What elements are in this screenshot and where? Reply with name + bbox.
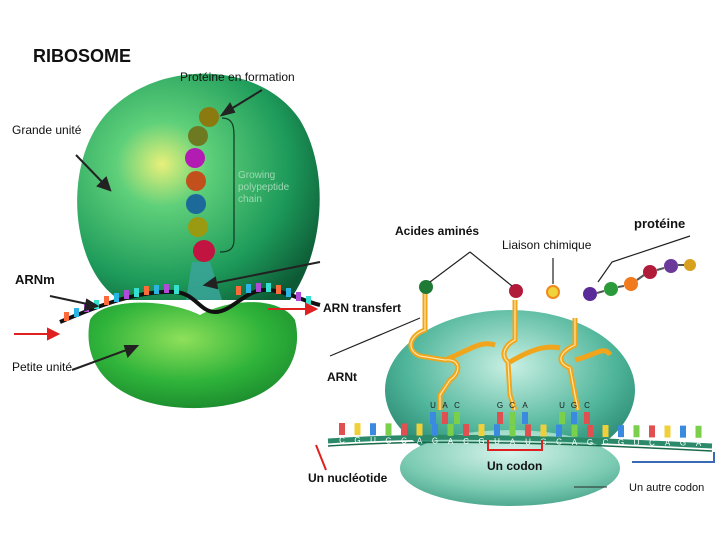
anticodon-bar <box>559 412 565 424</box>
mrna-nucleotide-letter: C <box>463 437 469 446</box>
anticodon-letter: G <box>497 401 503 410</box>
mrna-nucleotide-bar <box>463 423 469 436</box>
mrna-nucleotide-letter: U <box>634 438 640 447</box>
mrna-nucleotide-bar <box>370 423 376 436</box>
mrna-nucleotide-letter: C <box>401 436 407 445</box>
label-proteine: protéine <box>634 216 686 231</box>
mrna-nucleotide-bar <box>447 423 454 436</box>
mrna-nucleotide-bar <box>385 423 392 436</box>
anticodon-bar <box>522 412 528 424</box>
label-proteine-en-formation: Protéine en formation <box>180 70 295 84</box>
mrna-nucleotide-bar <box>602 425 609 438</box>
mrna-nucleotide-bar <box>432 423 438 436</box>
anticodon-bar <box>442 412 448 424</box>
mrna-nucleotide-bar <box>494 424 500 437</box>
mrna-nucleotide-letter: A <box>510 437 516 446</box>
mrna-nucleotide-letter: A <box>417 437 423 446</box>
mrna-nucleotide-letter: C <box>339 436 345 445</box>
label-un-nucleotide: Un nucléotide <box>308 471 388 485</box>
label-grande-unite: Grande unité <box>12 123 82 137</box>
mrna-nucleotide-bar <box>587 424 593 437</box>
label-liaison-chimique: Liaison chimique <box>502 238 592 252</box>
mrna-nucleotide-letter: U <box>525 437 531 446</box>
mrna-nucleotide-letter: A <box>665 439 671 448</box>
mrna-nucleotide-bar <box>556 424 562 437</box>
pointer-arrows-left <box>49 89 321 371</box>
amino-acids-right <box>419 259 696 301</box>
mrna-nucleotide-bar <box>401 423 407 436</box>
mrna-nucleotide-bar <box>618 425 624 438</box>
codon-brackets <box>315 440 715 488</box>
mrna-nucleotide-letter: G <box>618 438 624 447</box>
mrna-nucleotide-letter: G <box>354 436 360 445</box>
exit-tunnel <box>186 262 222 300</box>
mrna-nucleotide-letter: G <box>385 436 391 445</box>
red-arrows <box>14 302 319 341</box>
label-arn-transfert: ARN transfert <box>323 301 402 315</box>
mrna-nucleotide-bar <box>509 424 516 437</box>
anticodon-bar <box>430 412 436 424</box>
page-title: RIBOSOME <box>33 46 132 66</box>
label-un-autre-codon: Un autre codon <box>629 482 705 494</box>
label-un-codon: Un codon <box>487 459 543 473</box>
mrna-nucleotide-bar <box>664 425 671 438</box>
mrna-nucleotide-bar <box>680 425 686 438</box>
mrna-nucleotide-bar <box>339 423 345 435</box>
mrna-nucleotide-bar <box>695 425 702 438</box>
mrna-nucleotide-letter: G <box>432 437 438 446</box>
anticodon-letter: U <box>559 401 565 410</box>
mrna-nucleotide-letter: G <box>540 438 546 447</box>
small-subunit <box>88 302 298 409</box>
anticodon-letter: U <box>430 401 436 410</box>
mrna-nucleotide-bar <box>571 424 578 437</box>
mrna-nucleotide-letter: A <box>696 439 702 448</box>
anticodon-bar <box>509 412 515 424</box>
anticodon-bar <box>497 412 503 424</box>
growing-chain-text-2: polypeptide <box>238 182 290 193</box>
mrna-nucleotide-letter: C <box>649 438 655 447</box>
mrna-nucleotide-letter: A <box>448 437 454 446</box>
anticodon-bar <box>454 412 460 424</box>
growing-chain-text-3: chain <box>238 194 262 205</box>
pointer-lines-right <box>329 235 691 357</box>
mrna-nucleotide-letter: G <box>587 438 593 447</box>
growing-chain-text-1: Growing <box>238 170 276 181</box>
anticodon-letter: A <box>522 401 528 410</box>
label-arnm: ARNm <box>15 272 55 287</box>
mrna-nucleotide-bar <box>478 424 485 437</box>
mrna-nucleotide-bar <box>633 425 640 438</box>
label-arnt: ARNt <box>327 370 357 384</box>
mrna-nucleotide-letter: G <box>680 439 686 448</box>
bead-chain <box>185 107 219 262</box>
anticodon-bar <box>571 412 577 424</box>
anticodon-letter: C <box>584 401 590 410</box>
mrna-nucleotide-letter: A <box>572 438 578 447</box>
mrna-nucleotide-bar <box>354 423 361 436</box>
mrna-nucleotide-letter: U <box>370 436 376 445</box>
anticodon-letter: C <box>454 401 460 410</box>
mrna-nucleotide-letter: C <box>603 438 609 447</box>
anticodon-letter: A <box>442 401 448 410</box>
label-petite-unite: Petite unité <box>12 360 73 374</box>
mrna-nucleotide-letter: G <box>478 437 484 446</box>
anticodon-letter: C <box>509 401 515 410</box>
mrna-nucleotide-letter: U <box>494 437 500 446</box>
mrna-nucleotide-letter: C <box>556 438 562 447</box>
anticodon-letter: G <box>571 401 577 410</box>
trna-inner <box>410 292 579 411</box>
anticodon-bar <box>584 412 590 424</box>
mrna-nucleotide-bar <box>416 423 423 436</box>
mrna-nucleotide-bar <box>649 425 655 438</box>
growing-chain-bracket <box>219 117 235 253</box>
label-acides-amines: Acides aminés <box>395 224 480 238</box>
mrna-nucleotide-bar <box>525 424 531 437</box>
mrna-nucleotide-bar <box>540 424 547 437</box>
